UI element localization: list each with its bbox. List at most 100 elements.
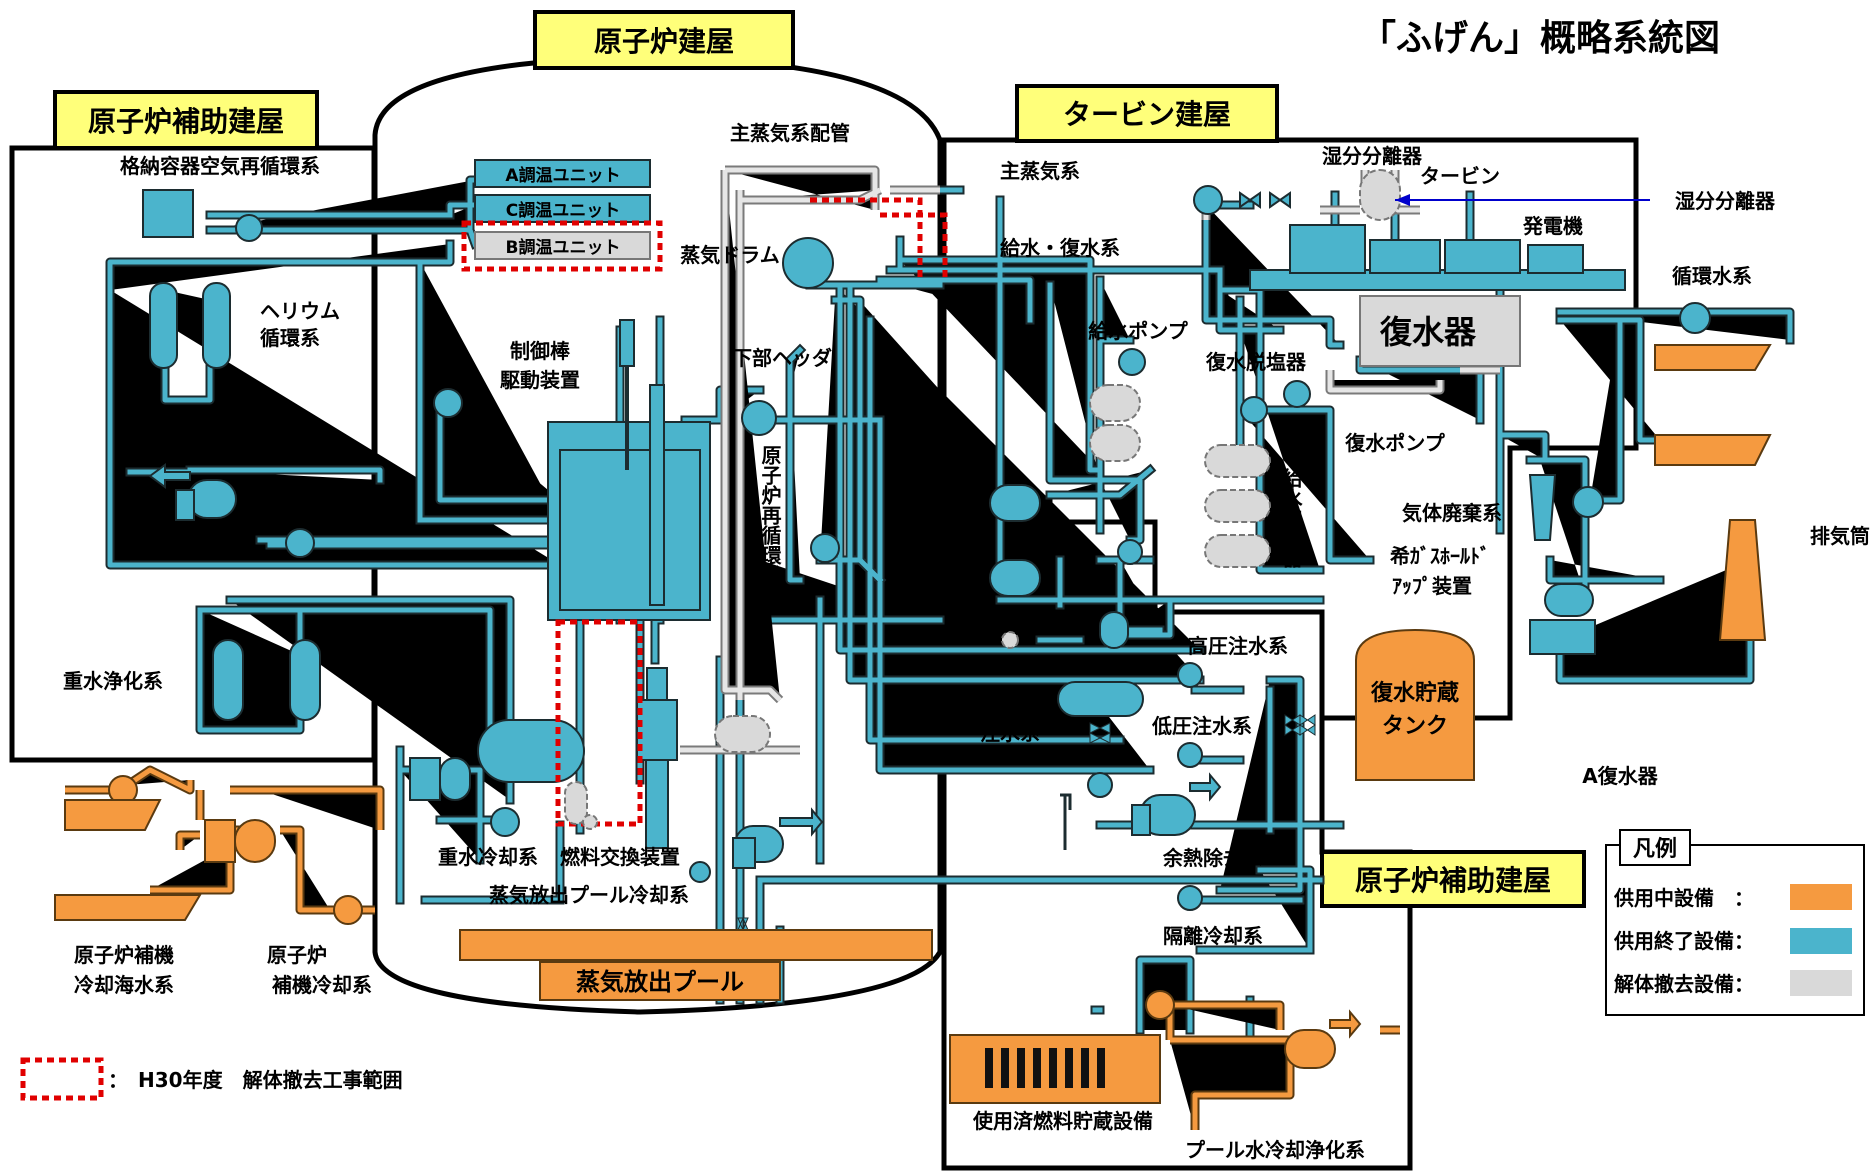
reactor-building-label-box [533,10,795,70]
lower-header [741,400,777,436]
moisture-separator [1359,169,1401,221]
spent-fuel-racks [985,1048,1105,1088]
legend-note-label: ： H30年度 解体撤去工事範囲 [108,1068,403,1092]
aux-cooling-label-1: 原子炉 [267,943,327,967]
aux-cooling-hx [204,819,236,863]
heavy-water-tank-2 [289,639,321,721]
heavy-water-pump [490,807,520,837]
pool-cooling-arrow [1329,1009,1362,1039]
steam-pool-cooling-label: 蒸気放出プール冷却系 [489,883,689,907]
purif-pump [1117,539,1143,565]
rapid-label-1: 急速 [985,691,1025,715]
helium-label-2: 循環系 [260,326,320,350]
heavy-water-cooler [409,757,441,801]
seawater-intake [64,799,162,831]
lp-injection-pump [1177,742,1203,768]
legend-item-0-swatch [1790,884,1852,910]
aux-cooling-label-2: 補機冷却系 [271,973,372,997]
condenser-label: 復水器 [1379,313,1477,351]
seawater-label-1: 原子炉補機 [74,943,174,967]
fw-heater-label: 給水加熱器 [1279,467,1303,569]
holdup-label-1: 希ｶﾞｽﾎｰﾙﾄﾞ [1390,544,1490,568]
unit-b-label: B調温ユニット [506,237,621,258]
helium-pump [433,388,463,418]
containment-air-label: 格納容器空気再循環系 [120,154,320,178]
fuel-handling-dismantle-scope [555,619,643,827]
purif-hx-2 [989,559,1041,597]
legend-item-0-label: 供用中設備 ： [1613,886,1754,910]
purif-hx-1 [989,484,1041,522]
stack-label: 排気筒 [1810,524,1870,548]
moisture-sep-arrow-label: 湿分分離器 [1675,189,1776,213]
heavy-water-purif-label: 重水浄化系 [63,669,163,693]
isolation-label: 隔離冷却系 [1163,924,1263,948]
main-steam-dismantle-scope [880,212,948,280]
shield-cooling-label: 遮蔽冷却系 [220,418,320,442]
unit-a-label: A調温ユニット [505,165,620,186]
moisture-sep-label: 湿分分離器 [1322,144,1423,168]
heavy-water-cooling-label: 重水冷却系 [438,845,538,869]
stack [1718,519,1767,641]
seawater-outlet [54,894,202,921]
shield-cooling-arrow [148,463,191,489]
unit-a-box [474,159,651,188]
rapid-injection-tank [1057,681,1144,717]
cond-pump-1 [1240,396,1268,424]
hp-turbine [1289,224,1366,274]
cond-pump-2 [1283,380,1311,408]
a-condenser-label: A復水器 [1582,764,1658,788]
main-steam-label: 主蒸気系 [1000,159,1080,183]
holdup-2 [1529,619,1596,655]
aux-building-left-label: 原子炉補助建屋 [88,105,284,138]
steam-pool-label: 蒸気放出プール [576,968,744,996]
aux-cooling-pump [333,895,363,925]
offgas-label: 気体廃棄系 [1402,501,1502,525]
isolation-pump [1177,885,1203,911]
legend-item-2-label: 解体撤去設備： [1614,972,1754,996]
containment-air-fan [142,189,194,238]
legend-dismantle-scope-sample [20,1057,104,1101]
feed-pump-motor [1118,348,1146,376]
generator-label: 発電機 [1522,214,1583,238]
circ-water-intake [1654,344,1772,371]
steam-pool-valve [689,861,711,883]
fw-heater-3 [1204,534,1271,568]
cond-pump-label: 復水ポンプ [1344,431,1445,455]
seawater-label-2: 冷却海水系 [74,973,174,997]
recirculation-pump [810,533,840,563]
heavy-water-tank [477,719,585,783]
steam-pool-box [539,961,781,1001]
crd-label-2: 駆動装置 [500,368,580,392]
reactor-building-label: 原子炉建屋 [594,25,734,58]
legend-title-box [1619,829,1691,866]
circ-water-pump [1679,302,1711,334]
lower-header-label: 下部ヘッダ [732,346,832,370]
pool-cooling-pump [1145,990,1175,1020]
rhr-arrow [1189,772,1222,802]
hp-injection-label: 高圧注水系 [1188,634,1288,658]
fw-heater-1 [1204,444,1271,478]
diagram-title: 「ふげん」概略系統図 [1360,18,1720,59]
turbine-label: タービン [1420,164,1500,188]
lp-injection-label: 低圧注水系 [1151,714,1252,738]
containment-air-pump [235,214,263,242]
turbine-building-label: タービン建屋 [1063,98,1231,131]
unit-b-box [474,231,651,260]
offgas-blower [1572,486,1604,518]
fw-heater-2 [1204,489,1271,523]
aux-building-right-label-box [1320,850,1586,908]
recirculation-label: 原子炉再循環系 [758,445,782,585]
crd-label-1: 制御棒 [510,339,571,363]
blue-piping [110,180,1790,1040]
control-rod-drive [619,319,635,367]
feed-pump-2 [1089,424,1141,462]
helium-label-1: ヘリウム [260,299,340,323]
main-steam-valve [1193,185,1223,215]
cond-tank-label-1: 復水貯蔵 [1370,680,1459,706]
coolant-purif-label: 原子炉冷却材浄化系 [943,435,967,615]
demineralizer-label: 復水脱塩器 [1205,350,1307,374]
lp-turbine-a [1369,239,1441,274]
helium-tank-1 [149,282,178,369]
hp-injection-pump [1177,662,1203,688]
feed-pump-1 [1089,384,1141,422]
